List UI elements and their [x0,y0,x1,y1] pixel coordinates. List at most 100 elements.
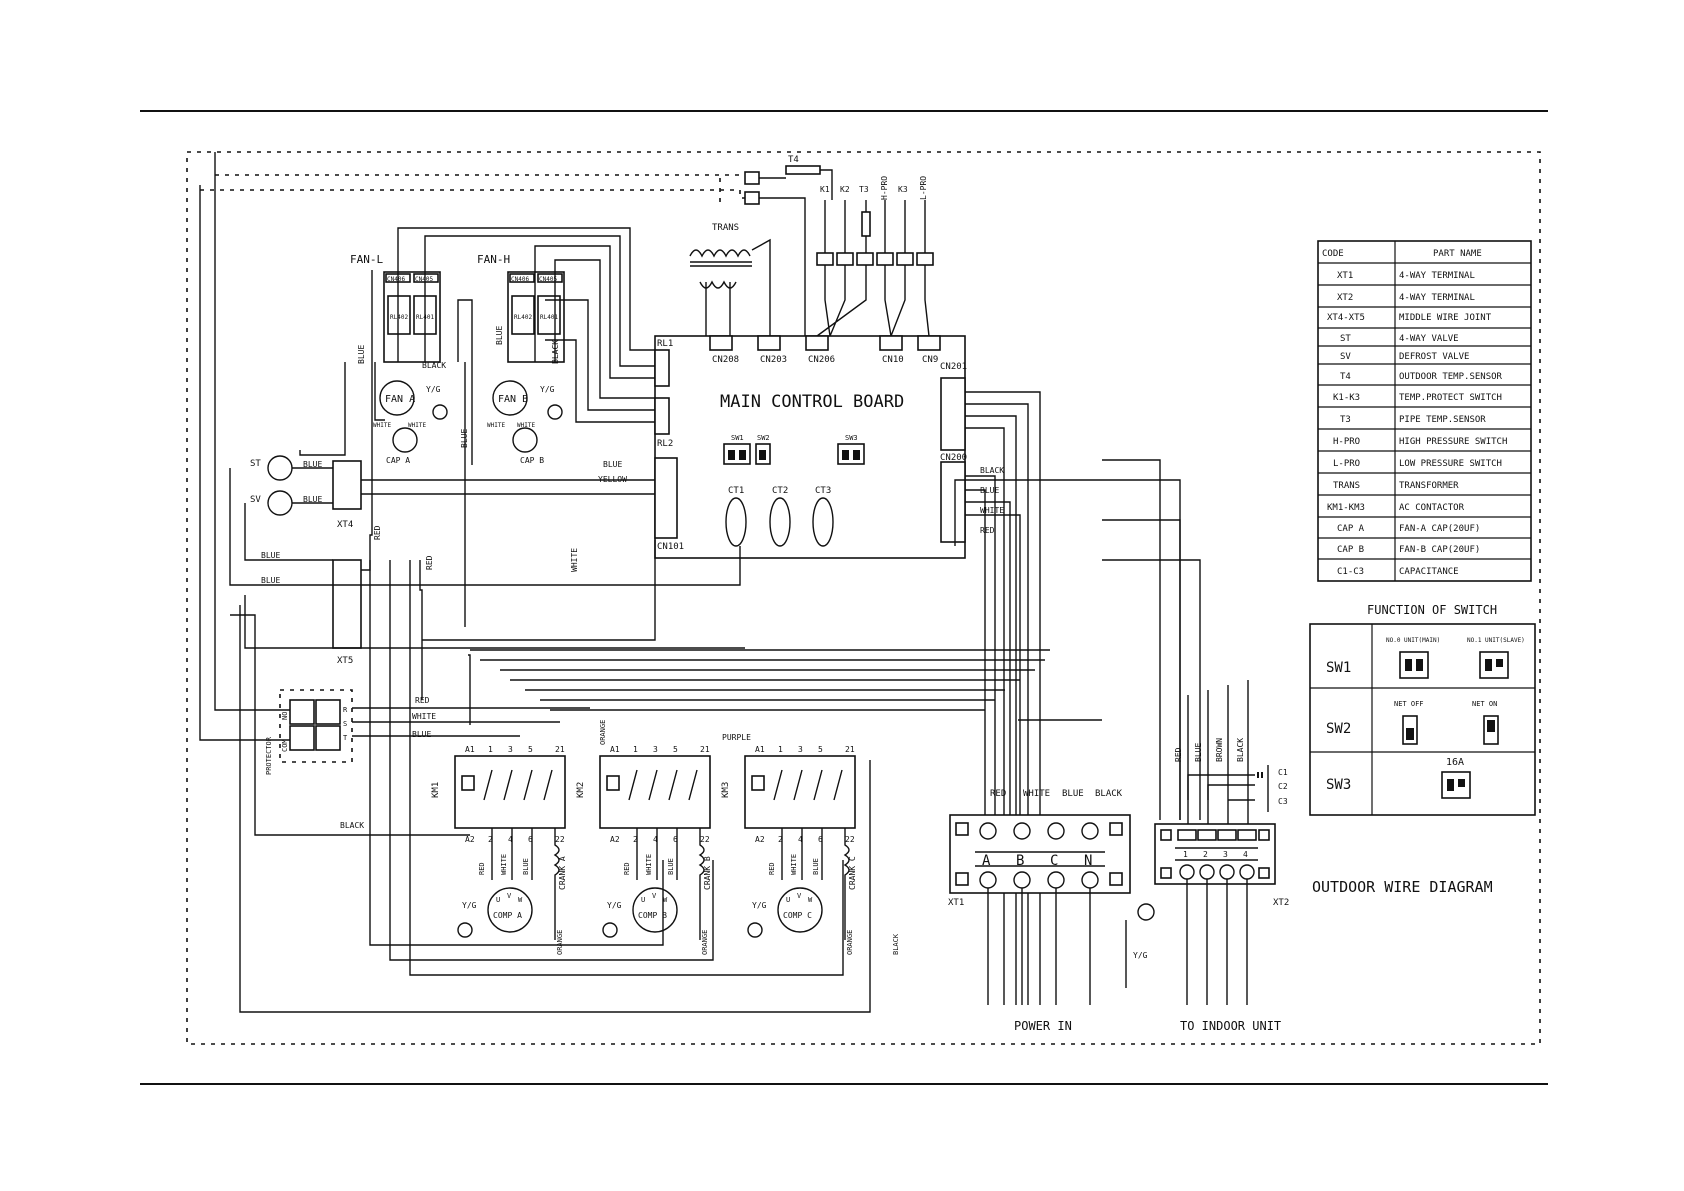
km3-t21: 21 [845,745,855,754]
sw1-label: SW1 [1326,660,1351,676]
comp-a-label: COMP A [493,911,522,920]
km2-label: KM2 [576,782,586,798]
km3-t3: 3 [798,745,803,754]
xt1-white-label: WHITE [1023,789,1050,799]
switch-sw1-label: SW1 [731,434,744,442]
contactor-km2: KM2 A1 1 3 5 21 A2 2 4 6 22 COMP B CRANK… [576,720,751,955]
sensor-k3-label: K3 [898,185,908,194]
km3-black-label: BLACK [892,933,900,955]
xt2-4: 4 [1243,850,1248,859]
protector-s: S [343,720,347,728]
xt2-brown-label: BROWN [1215,738,1224,762]
main-control-board: MAIN CONTROL BOARD RL1 RL2 CN101 CN208 C… [654,335,967,559]
fan-l-label: FAN-L [350,253,383,266]
relay-rl2-label: RL2 [657,439,673,449]
xt1-black-label: BLACK [1095,789,1123,799]
valve-group: ST SV BLUE BLUE XT4 XT5 BLUE BLUE RED RE… [250,429,627,666]
relay-rl1-label: RL1 [657,339,673,349]
blue-wire-label-1: BLUE [261,551,280,560]
fan-h-label: FAN-H [477,253,510,266]
km1-a2: A2 [465,835,475,844]
transformer-label: TRANS [712,223,739,233]
fan-b-label: FAN B [498,394,528,405]
crank-a-label: CRANK A [558,856,567,890]
xt1-b: B [1016,853,1024,869]
fan-a-motor [379,380,415,416]
km3-blue-label: BLUE [812,858,820,875]
table-row-code: ST [1340,334,1351,344]
cap-c1-label: C1 [1278,768,1288,777]
table-row-name: OUTDOOR TEMP.SENSOR [1399,372,1503,382]
port-cn9-label: CN9 [922,355,938,365]
table-row-name: CAPACITANCE [1399,567,1459,577]
comp-c-w: W [808,896,813,904]
sensor-t4-label: T4 [788,155,799,165]
table-row-name: TEMP.PROTECT SWITCH [1399,393,1502,403]
table-row-code: XT2 [1337,293,1353,303]
comp-a [487,887,533,933]
parts-table-rows: XT1 4-WAY TERMINAL XT2 4-WAY TERMINAL XT… [1327,271,1507,577]
cn200-red-label: RED [980,526,995,535]
km1-t1: 1 [488,745,493,754]
board-title: MAIN CONTROL BOARD [720,392,904,412]
protector-blue-label: BLUE [412,730,431,739]
km1-b2: 2 [488,835,493,844]
xt4-terminal [332,460,362,510]
fan-l-cn406: CN406 [387,276,405,283]
xt1-ground-icon [1137,903,1155,921]
port-cn200-label: CN200 [940,453,967,463]
sw1-slave-label: NO.1 UNIT(SLAVE) [1467,637,1525,644]
fan-a-ground-icon [432,404,448,420]
fan-b-white2-label: WHITE [517,422,535,429]
table-row-name: AC CONTACTOR [1399,503,1465,513]
xt2-label: XT2 [1273,898,1289,908]
sensor-k1-label: K1 [820,185,830,194]
comp-c-v: V [797,892,802,900]
valve-st-label: ST [250,459,261,469]
comp-a-u: U [496,896,500,904]
xt1-a: A [982,853,991,869]
purple-wire-label: PURPLE [722,733,751,742]
table-row-name: DEFROST VALVE [1399,352,1469,362]
parts-header-code: CODE [1322,249,1344,259]
km1-white-label: WHITE [500,854,508,875]
xt4-label: XT4 [337,520,353,530]
switch-function-table: FUNCTION OF SWITCH SW1 SW2 SW3 NO.0 UNIT… [1309,603,1536,816]
port-cn201-label: CN201 [940,362,967,372]
km3-red-label: RED [768,862,776,875]
comp-c-label: COMP C [783,911,812,920]
km3-b22: 22 [845,835,855,844]
table-row-code: L-PRO [1333,459,1360,469]
sensor-lpro-label: L-PRO [919,176,928,200]
comp-c-ground-icon [747,922,763,938]
km2-b2: 2 [633,835,638,844]
fan-b-yg-label: Y/G [540,385,555,394]
port-cn10-label: CN10 [882,355,904,365]
fan-l-rl402: RL402 [390,314,408,321]
fan-h-cn406: CN406 [511,276,529,283]
fan-b-blue-label: BLUE [495,326,504,345]
protector-r: R [343,706,348,714]
km1-b4: 4 [508,835,513,844]
xt5-label: XT5 [337,656,353,666]
table-row-code: XT1 [1337,271,1353,281]
comp-b-yg-label: Y/G [607,901,622,910]
km2-a2: A2 [610,835,620,844]
xt1-terminal: BLACK BLUE WHITE RED RED WHITE BLUE BLAC… [948,466,1155,1033]
xt1-red-label: RED [990,789,1006,799]
table-row-code: T3 [1340,415,1351,425]
red-wire-label-1: RED [373,525,382,540]
st-valve-icon [267,455,293,481]
crank-b-label: CRANK B [703,856,712,890]
xt1-n: N [1084,853,1092,869]
comp-b [632,887,678,933]
table-row-name: FAN-A CAP(20UF) [1399,524,1480,534]
red-wire-label-2: RED [425,555,434,570]
crank-c-label: CRANK C [848,856,857,890]
comp-c-yg-label: Y/G [752,901,767,910]
xt2-terminal: RED BLUE BROWN BLACK C1 C2 C3 1 2 3 4 XT… [1154,680,1289,1033]
protector-label: PROTECTOR [265,736,273,775]
sensor-group: T4 K1 K2 T3 H-PRO K3 L-PRO TRANS [689,155,934,337]
km2-t5: 5 [673,745,678,754]
